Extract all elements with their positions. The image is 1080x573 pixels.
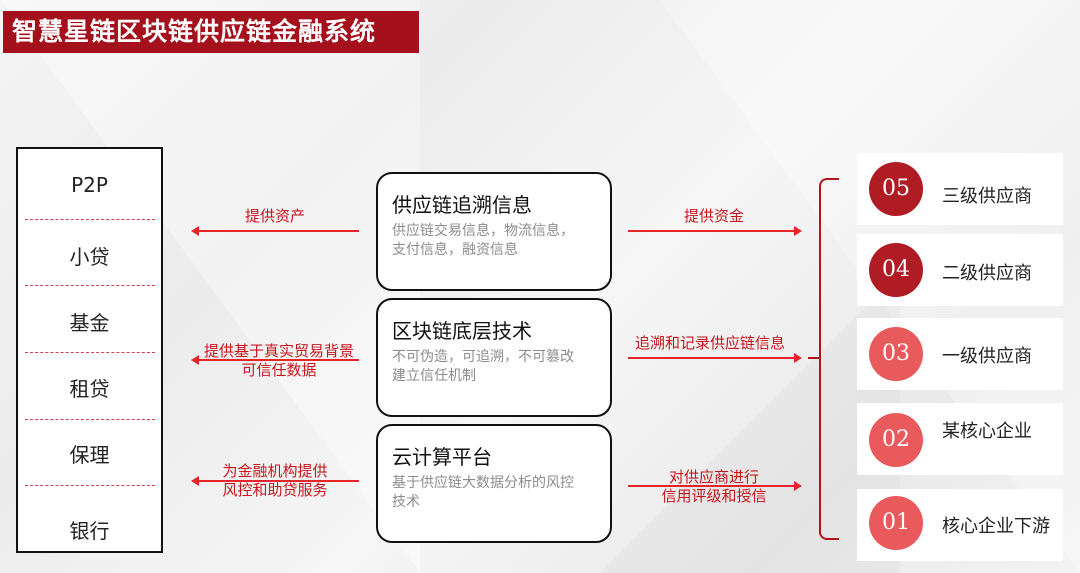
number-badge: 04	[869, 243, 923, 297]
supplier-label: 三级供应商	[942, 186, 1032, 207]
number-badge: 05	[869, 162, 923, 216]
arrow-left-icon	[191, 355, 359, 365]
dashed-divider	[25, 219, 155, 220]
arrow-label-trusted-data: 提供基于真实贸易背景 可信任数据	[203, 342, 354, 379]
institution-item: 银行	[69, 519, 110, 543]
number-badge: 01	[869, 496, 923, 550]
dashed-divider	[25, 352, 155, 353]
tech-box-title: 区块链底层技术	[392, 319, 532, 343]
arrow-label-trace-record: 追溯和记录供应链信息	[634, 334, 785, 352]
tech-box-supply-chain-trace: 供应链追溯信息 供应链交易信息，物流信息， 支付信息，融资信息	[376, 172, 612, 291]
page-title: 智慧星链区块链供应链金融系统	[3, 11, 419, 53]
tech-box-cloud-platform: 云计算平台 基于供应链大数据分析的风控 技术	[376, 424, 612, 543]
arrow-right-icon	[628, 226, 802, 236]
arrow-label-credit-rating: 对供应商进行 信用评级和授信	[661, 468, 767, 505]
institution-item: 基金	[69, 311, 110, 335]
tech-box-title: 云计算平台	[392, 445, 492, 469]
supplier-card-downstream: 01 核心企业下游	[857, 489, 1063, 561]
dashed-divider	[25, 285, 155, 286]
number-badge: 03	[869, 327, 923, 381]
arrow-left-icon	[191, 476, 359, 486]
supplier-label: 核心企业下游	[942, 516, 1050, 537]
number-badge: 02	[869, 413, 923, 467]
institution-item: 租贷	[69, 377, 110, 401]
institution-item: 保理	[69, 443, 110, 467]
supplier-label: 一级供应商	[942, 346, 1032, 367]
dashed-divider	[25, 419, 155, 420]
arrow-label-provide-funds: 提供资金	[683, 207, 744, 225]
bracket-icon	[819, 178, 839, 540]
supplier-label: 二级供应商	[942, 263, 1032, 284]
supplier-label: 某核心企业	[942, 421, 1032, 442]
supplier-card-core: 02 某核心企业	[857, 403, 1063, 475]
institution-item: P2P	[71, 173, 108, 197]
arrow-left-icon	[191, 226, 359, 236]
tech-box-title: 供应链追溯信息	[392, 193, 532, 217]
arrow-right-icon	[628, 481, 802, 491]
dashed-divider	[25, 485, 155, 486]
financial-institutions-list: P2P 小贷 基金 租贷 保理 银行	[16, 147, 163, 553]
arrow-label-provide-assets: 提供资产	[244, 207, 305, 225]
institution-item: 小贷	[69, 245, 110, 269]
arrow-label-risk-control: 为金融机构提供 风控和助贷服务	[222, 462, 328, 499]
supplier-card-level1: 03 一级供应商	[857, 318, 1063, 390]
tech-box-desc: 供应链交易信息，物流信息， 支付信息，融资信息	[392, 223, 574, 258]
arrow-right-icon	[628, 353, 802, 363]
tech-box-desc: 基于供应链大数据分析的风控 技术	[392, 475, 574, 510]
tech-box-blockchain-base: 区块链底层技术 不可伪造，可追溯，不可篡改 建立信任机制	[376, 298, 612, 417]
tech-box-desc: 不可伪造，可追溯，不可篡改 建立信任机制	[392, 349, 574, 384]
bracket-tip	[808, 357, 820, 359]
supplier-card-level3: 05 三级供应商	[857, 153, 1063, 225]
background-facet	[600, 273, 900, 573]
supplier-card-level2: 04 二级供应商	[857, 234, 1063, 306]
